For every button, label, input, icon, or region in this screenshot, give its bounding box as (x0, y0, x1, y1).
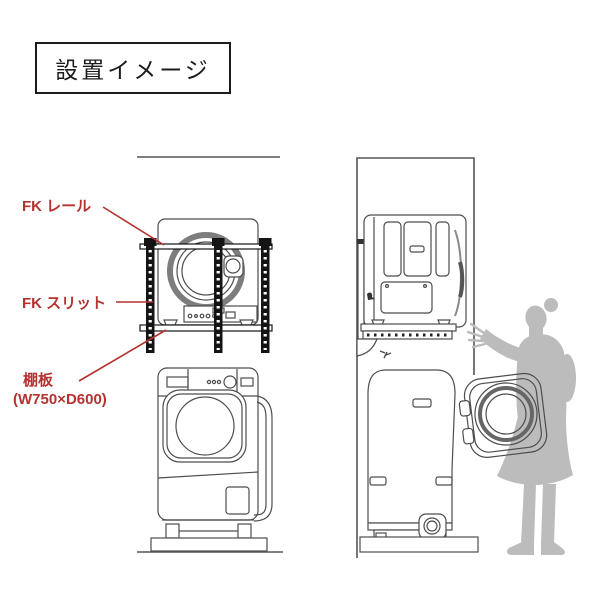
fk-slit-posts (144, 238, 272, 353)
fk-rail-bar (139, 243, 273, 250)
side-view-washer (359, 350, 479, 553)
title-box: 設置イメージ (35, 42, 231, 94)
side-view-dryer (363, 214, 467, 328)
front-view (137, 156, 283, 553)
side-washer-open-door (458, 372, 548, 458)
label-shelf-size: (W750×D600) (13, 391, 107, 408)
leader-shelf (78, 329, 167, 382)
label-fk-slit: FK スリット (22, 295, 107, 312)
front-view-washer (137, 367, 283, 553)
side-shelf (356, 323, 457, 357)
side-wall-lines (356, 157, 475, 558)
page-title: 設置イメージ (55, 57, 211, 83)
drying-rack (139, 238, 273, 353)
shelf-board-bar (139, 324, 273, 332)
leader-fk-rail (102, 206, 165, 246)
label-fk-rail: FK レール (22, 198, 92, 215)
label-shelf: 棚板 (23, 372, 54, 389)
side-view (356, 157, 576, 558)
front-view-dryer (157, 218, 259, 326)
person-silhouette (466, 298, 576, 555)
leader-lines (78, 206, 167, 382)
